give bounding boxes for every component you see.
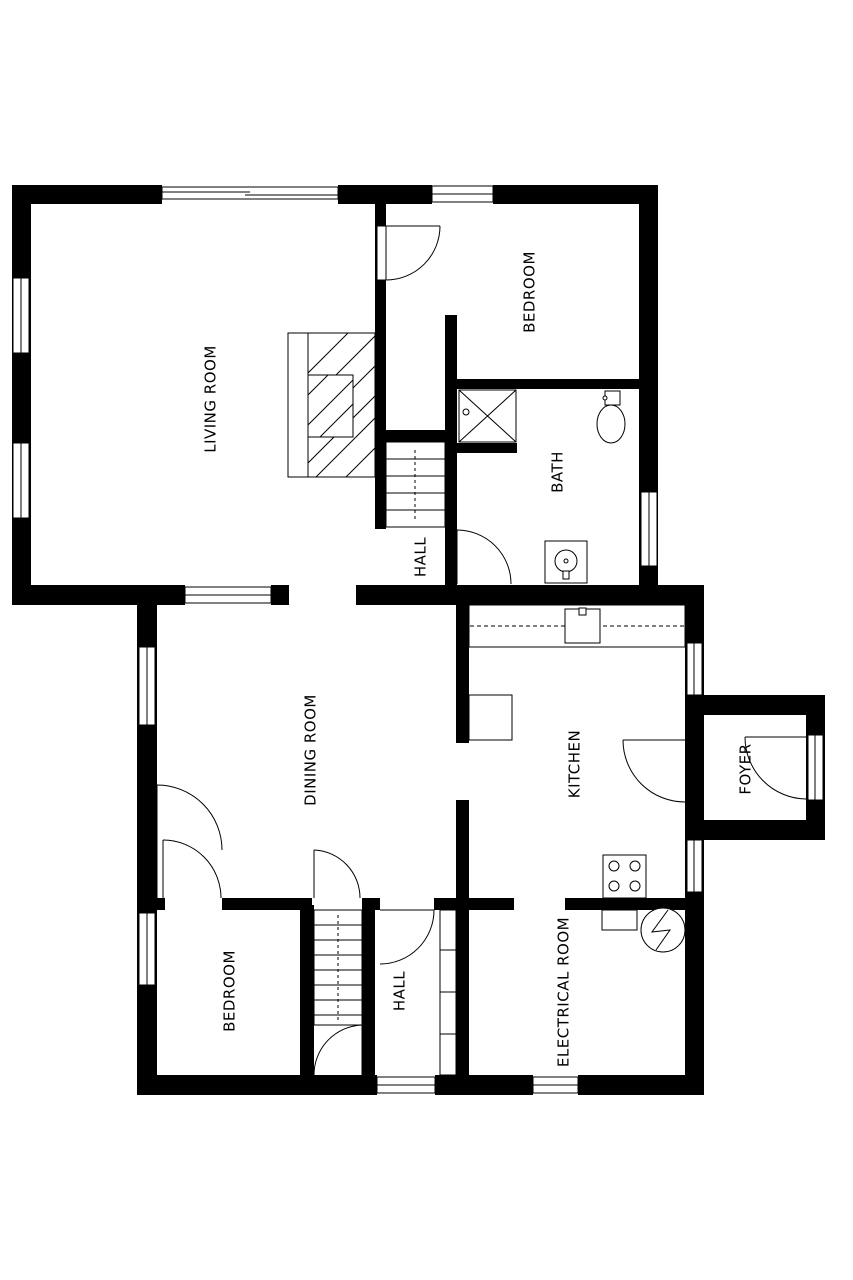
label-bedroom-upper: BEDROOM <box>521 251 539 333</box>
room-labels: LIVING ROOM BEDROOM BATH HALL DINING ROO… <box>202 251 755 1067</box>
walls <box>12 185 825 1095</box>
stairs-lower <box>313 909 363 1026</box>
label-electrical-room: ELECTRICAL ROOM <box>555 917 573 1067</box>
label-kitchen: KITCHEN <box>566 730 584 799</box>
label-hall-upper: HALL <box>412 537 430 577</box>
label-dining-room: DINING ROOM <box>302 694 320 806</box>
label-foyer: FOYER <box>737 743 755 794</box>
hall-shelving <box>439 909 457 1076</box>
fireplace <box>287 332 376 478</box>
windows <box>12 185 824 1094</box>
doors <box>156 225 807 1076</box>
stairs-upper <box>385 441 446 528</box>
bath-fixtures <box>458 389 626 584</box>
label-living-room: LIVING ROOM <box>202 345 220 453</box>
label-bedroom-lower: BEDROOM <box>221 950 239 1032</box>
electrical-fixtures <box>601 907 686 953</box>
label-hall-lower: HALL <box>391 971 409 1011</box>
kitchen-fixtures <box>468 604 686 899</box>
label-bath: BATH <box>549 451 567 493</box>
